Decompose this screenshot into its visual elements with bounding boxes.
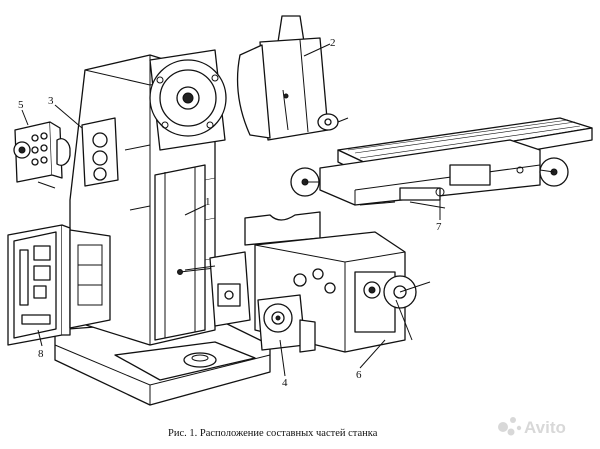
- watermark-text: Avito: [524, 418, 566, 437]
- knee-console: [184, 211, 431, 353]
- label-part-2: 2: [330, 37, 336, 49]
- label-part-8: 8: [38, 348, 44, 360]
- figure-caption: Рис. 1. Расположение составных частей ст…: [168, 428, 378, 439]
- machine-column: [54, 49, 271, 406]
- spindle-head: [236, 15, 349, 141]
- label-part-3: 3: [48, 95, 54, 107]
- label-part-7: 7: [436, 221, 442, 233]
- label-part-5: 5: [18, 99, 24, 111]
- avito-watermark: Avito: [498, 417, 566, 437]
- label-part-1: 1: [205, 196, 211, 208]
- work-table: [290, 117, 593, 209]
- leader-lines: [21, 43, 441, 377]
- label-part-6: 6: [356, 369, 362, 381]
- control-panel: [13, 121, 71, 189]
- label-part-4: 4: [282, 377, 288, 389]
- electrical-cabinet: [7, 224, 111, 346]
